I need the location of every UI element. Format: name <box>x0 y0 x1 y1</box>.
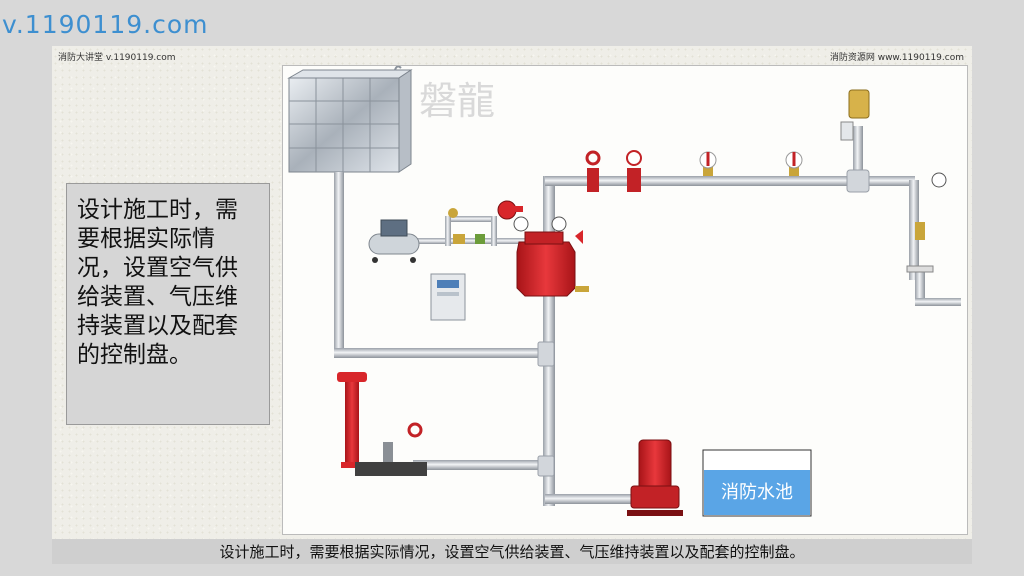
fire-water-pool: 消防水池 <box>702 449 812 517</box>
air-compressor <box>368 219 420 263</box>
sprinkler-system-diagram: 磐龍 <box>282 65 968 535</box>
pool-label: 消防水池 <box>721 482 793 503</box>
sprinkler-head-1 <box>699 151 717 176</box>
water-tank <box>287 65 413 173</box>
pressure-maintenance-device <box>445 208 497 246</box>
subtitle-bar: 设计施工时，需要根据实际情况，设置空气供给装置、气压维持装置以及配套的控制盘。 <box>52 539 972 564</box>
control-panel <box>430 273 466 321</box>
slide-right-label: 消防资源网 www.1190119.com <box>829 53 964 63</box>
pump-adapter <box>337 372 427 476</box>
end-test-device <box>906 172 947 273</box>
alarm-valve <box>497 200 589 297</box>
watermark: 磐龍 <box>419 79 495 123</box>
sprinkler-head-2 <box>785 151 803 176</box>
subtitle-text: 设计施工时，需要根据实际情况，设置空气供给装置、气压维持装置以及配套的控制盘。 <box>219 543 805 561</box>
flow-indicator <box>626 150 642 192</box>
diagram-svg: 磐龍 <box>287 65 961 517</box>
signal-valve <box>585 150 601 192</box>
exhaust-valve <box>840 89 870 141</box>
site-url: v.1190119.com <box>2 10 209 39</box>
fire-pump <box>627 439 683 516</box>
pipe-network <box>334 126 961 506</box>
slide: 消防大讲堂 v.1190119.com 消防资源网 www.1190119.co… <box>52 46 972 564</box>
slide-left-label: 消防大讲堂 v.1190119.com <box>58 53 176 63</box>
description-text: 设计施工时，需要根据实际情况，设置空气供给装置、气压维持装置以及配套的控制盘。 <box>77 197 238 368</box>
description-box: 设计施工时，需要根据实际情况，设置空气供给装置、气压维持装置以及配套的控制盘。 <box>66 183 270 425</box>
